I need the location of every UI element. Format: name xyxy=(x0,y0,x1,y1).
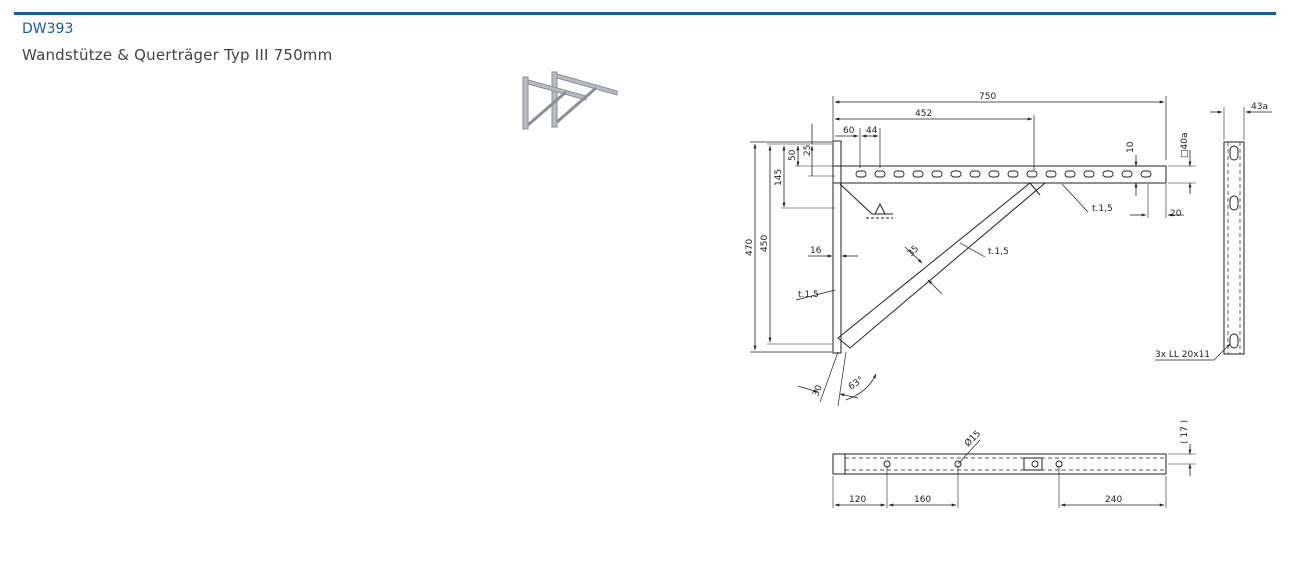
dim-50: 50 xyxy=(788,149,798,161)
brace-joint xyxy=(1023,457,1043,471)
slots-note: 3x LL 20x11 xyxy=(1155,350,1210,360)
product-code: DW393 xyxy=(22,21,74,37)
dia-15: Ø15 xyxy=(962,428,983,449)
thumb-arm-right xyxy=(556,73,618,96)
bottom-view-profile xyxy=(832,453,1167,475)
dim-44: 44 xyxy=(866,126,878,136)
dim-43a: 43a xyxy=(1251,102,1268,112)
thumb-arm-left xyxy=(527,79,587,101)
thumb-brace-left xyxy=(527,90,567,127)
thumb-brace-right xyxy=(556,86,597,124)
bottom-view-labels: Ø15 ( 17 ) 120 160 240 xyxy=(849,420,1190,505)
end-slot-3 xyxy=(1229,333,1239,349)
dim-10: 10 xyxy=(1126,141,1136,153)
thk-post: t.1,5 xyxy=(798,290,819,300)
end-view xyxy=(1155,107,1272,361)
dim-30: 30 xyxy=(811,384,824,398)
dim-145: 145 xyxy=(774,169,784,186)
dim-240: 240 xyxy=(1105,495,1122,505)
dim-17: ( 17 ) xyxy=(1180,420,1190,444)
dim-750: 750 xyxy=(979,92,996,102)
dim-452: 452 xyxy=(915,109,932,119)
product-title: Wandstütze & Querträger Typ III 750mm xyxy=(22,46,333,64)
wall-post xyxy=(832,140,842,354)
thk-brace: t.1,5 xyxy=(988,247,1009,257)
dim-16: 16 xyxy=(810,246,822,256)
end-view-profile xyxy=(1223,141,1245,355)
dim-60: 60 xyxy=(843,126,855,136)
dim-470: 470 xyxy=(745,239,755,256)
cross-arm xyxy=(832,165,1167,184)
slot-leader xyxy=(1213,343,1231,361)
angle-arc xyxy=(845,373,877,401)
end-slot-1 xyxy=(1229,145,1239,161)
end-slot-2 xyxy=(1229,195,1239,211)
thumb-post-left xyxy=(522,76,529,130)
brace-width: 35 xyxy=(906,244,921,259)
dim-160: 160 xyxy=(914,495,931,505)
side-view xyxy=(750,96,1196,407)
dim-40a: □40a xyxy=(1180,133,1190,158)
arm-slots xyxy=(855,170,1152,178)
bottom-view xyxy=(832,439,1196,508)
header-rule xyxy=(14,12,1276,15)
weld-symbol xyxy=(839,183,893,215)
dim-120: 120 xyxy=(849,495,866,505)
end-view-labels: 43a 3x LL 20x11 xyxy=(1155,102,1268,360)
product-thumbnail xyxy=(522,71,618,130)
thk-top: t.1,5 xyxy=(1092,204,1113,214)
diagonal-brace xyxy=(837,182,1047,349)
dim-25: 25 xyxy=(803,145,813,156)
brace-top-cut xyxy=(1029,182,1041,196)
dim-20: 20 xyxy=(1170,209,1182,219)
angle-63: 63° xyxy=(847,375,866,392)
dim-450: 450 xyxy=(760,235,770,252)
